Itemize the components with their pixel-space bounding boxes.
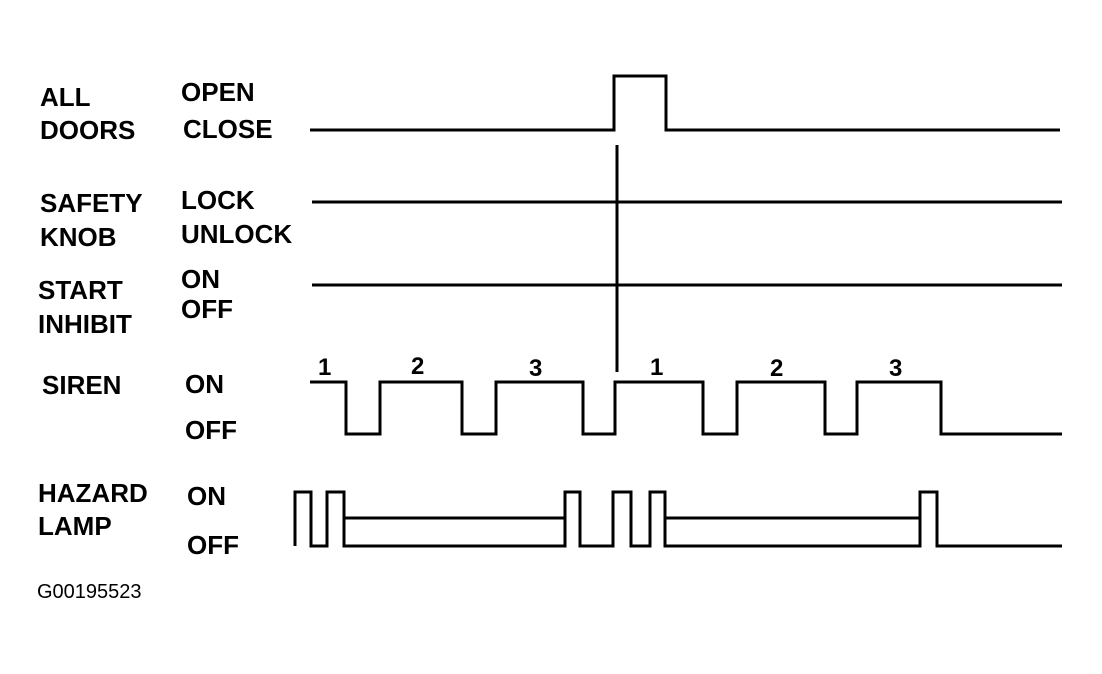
siren-label: SIREN (42, 370, 121, 400)
siren-pulse-number: 2 (770, 355, 783, 382)
siren-pulse-number: 1 (318, 354, 331, 381)
all-doors-label-line1: ALL (40, 82, 91, 112)
hazard-lamp-low-state: OFF (187, 530, 239, 560)
start-inhibit-high-state: ON (181, 264, 220, 294)
start-inhibit-label-line2: INHIBIT (38, 309, 132, 339)
hazard-flash-segment-1 (293, 490, 1062, 548)
siren-pulse-number: 1 (650, 354, 663, 381)
hazard-lamp-high-state: ON (187, 481, 226, 511)
all-doors-label-line2: DOORS (40, 115, 135, 145)
safety-knob-low-state: UNLOCK (181, 219, 292, 249)
siren-waveform (310, 380, 1062, 436)
safety-knob-label-line1: SAFETY (40, 188, 143, 218)
hazard-lamp-label-line1: HAZARD (38, 478, 148, 508)
state-labels: OPEN CLOSE LOCK UNLOCK ON OFF ON OFF ON … (181, 77, 292, 560)
start-inhibit-low-state: OFF (181, 294, 233, 324)
safety-knob-high-state: LOCK (181, 185, 255, 215)
siren-pulse-number: 3 (889, 355, 902, 382)
all-doors-high-state: OPEN (181, 77, 255, 107)
start-inhibit-label-line1: START (38, 275, 123, 305)
signal-names: ALL DOORS SAFETY KNOB START INHIBIT SIRE… (38, 82, 148, 541)
hazard-lamp-waveform (293, 490, 1062, 548)
safety-knob-label-line2: KNOB (40, 222, 117, 252)
siren-high-state: ON (185, 369, 224, 399)
waveforms (293, 74, 1062, 548)
all-doors-low-state: CLOSE (183, 114, 273, 144)
siren-pulse-number: 2 (411, 353, 424, 380)
siren-pulse-number: 3 (529, 355, 542, 382)
siren-low-state: OFF (185, 415, 237, 445)
siren-pulse-numbers: 1 2 3 1 2 3 (318, 353, 902, 382)
hazard-lamp-label-line2: LAMP (38, 511, 112, 541)
figure-id: G00195523 (37, 581, 142, 603)
all-doors-waveform (310, 74, 1060, 132)
